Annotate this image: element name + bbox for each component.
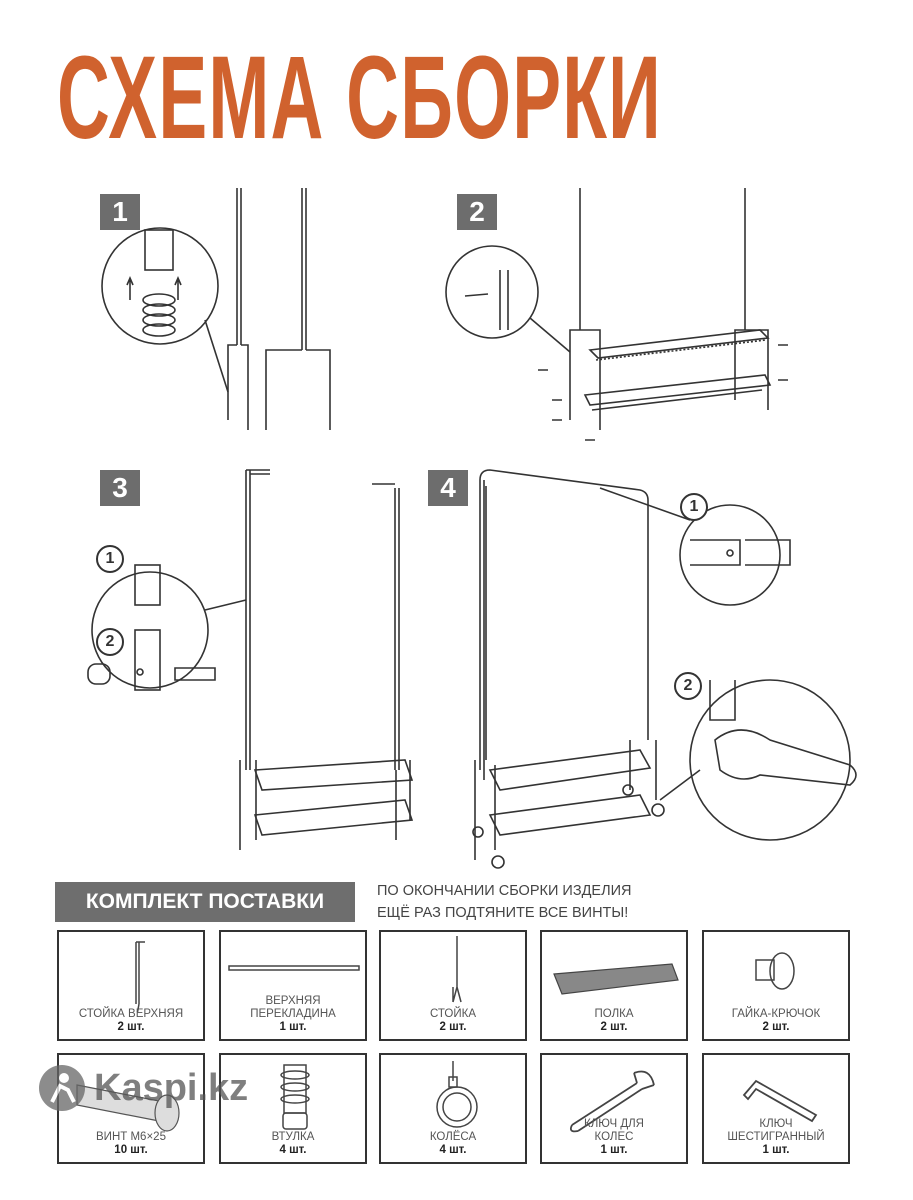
kaspi-logo-icon	[39, 1065, 85, 1111]
callout-4-2: 2	[674, 672, 702, 700]
wheel-icon	[436, 1061, 478, 1128]
callout-3-1: 1	[96, 545, 124, 573]
step-badge-4: 4	[428, 470, 468, 506]
part-qty: 2 шт.	[600, 1021, 628, 1033]
step1-diagram	[101, 188, 331, 430]
assembly-diagrams	[87, 188, 857, 869]
part-qty: 4 шт.	[279, 1144, 307, 1156]
step2-diagram	[445, 188, 788, 441]
callout-3-2: 2	[96, 628, 124, 656]
bushing-icon	[280, 1064, 310, 1130]
part-name: СТОЙКА ВЕРХНЯЯ	[78, 1008, 184, 1020]
note-line-2: ЕЩЁ РАЗ ПОДТЯНИТЕ ВСЕ ВИНТЫ!	[377, 905, 629, 921]
part-name: ВТУЛКА	[271, 1131, 315, 1143]
upper-post-icon	[135, 941, 145, 1013]
part-name: КЛЮЧ ШЕСТИГРАННЫЙ	[727, 1118, 825, 1143]
shelf-icon	[553, 963, 679, 995]
part-qty: 1 шт.	[279, 1021, 307, 1033]
kaspi-watermark: Kaspi.kz	[38, 1060, 248, 1116]
crossbar-icon	[228, 965, 360, 971]
kit-heading: КОМПЛЕКТ ПОСТАВКИ	[55, 882, 355, 922]
part-qty: 2 шт.	[439, 1021, 467, 1033]
watermark-text: Kaspi.kz	[94, 1066, 249, 1109]
step-badge-1: 1	[100, 194, 140, 230]
step3-diagram	[87, 469, 414, 850]
part-name: ВИНТ М6×25	[96, 1131, 166, 1143]
hex-key-icon	[742, 1079, 818, 1123]
wrench-icon	[569, 1070, 655, 1133]
page-title: СХЕМА СБОРКИ	[57, 32, 662, 164]
part-name: КЛЮЧ ДЛЯ КОЛЕС	[584, 1118, 644, 1143]
part-name: СТОЙКА	[429, 1008, 476, 1020]
step-badge-2: 2	[457, 194, 497, 230]
part-qty: 1 шт.	[600, 1144, 628, 1156]
part-name: ГАЙКА-КРЮЧОК	[731, 1008, 821, 1020]
part-qty: 4 шт.	[439, 1144, 467, 1156]
step4-diagram	[472, 469, 857, 869]
step-badge-3: 3	[100, 470, 140, 506]
callout-4-1: 1	[680, 493, 708, 521]
note-line-1: ПО ОКОНЧАНИИ СБОРКИ ИЗДЕЛИЯ	[377, 883, 632, 899]
part-name: ПОЛКА	[594, 1008, 634, 1020]
hook-nut-icon	[755, 952, 795, 990]
tighten-note: ПО ОКОНЧАНИИ СБОРКИ ИЗДЕЛИЯ ЕЩЁ РАЗ ПОДТ…	[377, 880, 631, 924]
part-qty: 10 шт.	[114, 1144, 148, 1156]
part-qty: 2 шт.	[762, 1021, 790, 1033]
post-icon	[452, 936, 462, 1003]
part-qty: 2 шт.	[117, 1021, 145, 1033]
part-name: ВЕРХНЯЯ ПЕРЕКЛАДИНА	[250, 995, 336, 1020]
part-name: КОЛЁСА	[429, 1131, 477, 1143]
part-qty: 1 шт.	[762, 1144, 790, 1156]
